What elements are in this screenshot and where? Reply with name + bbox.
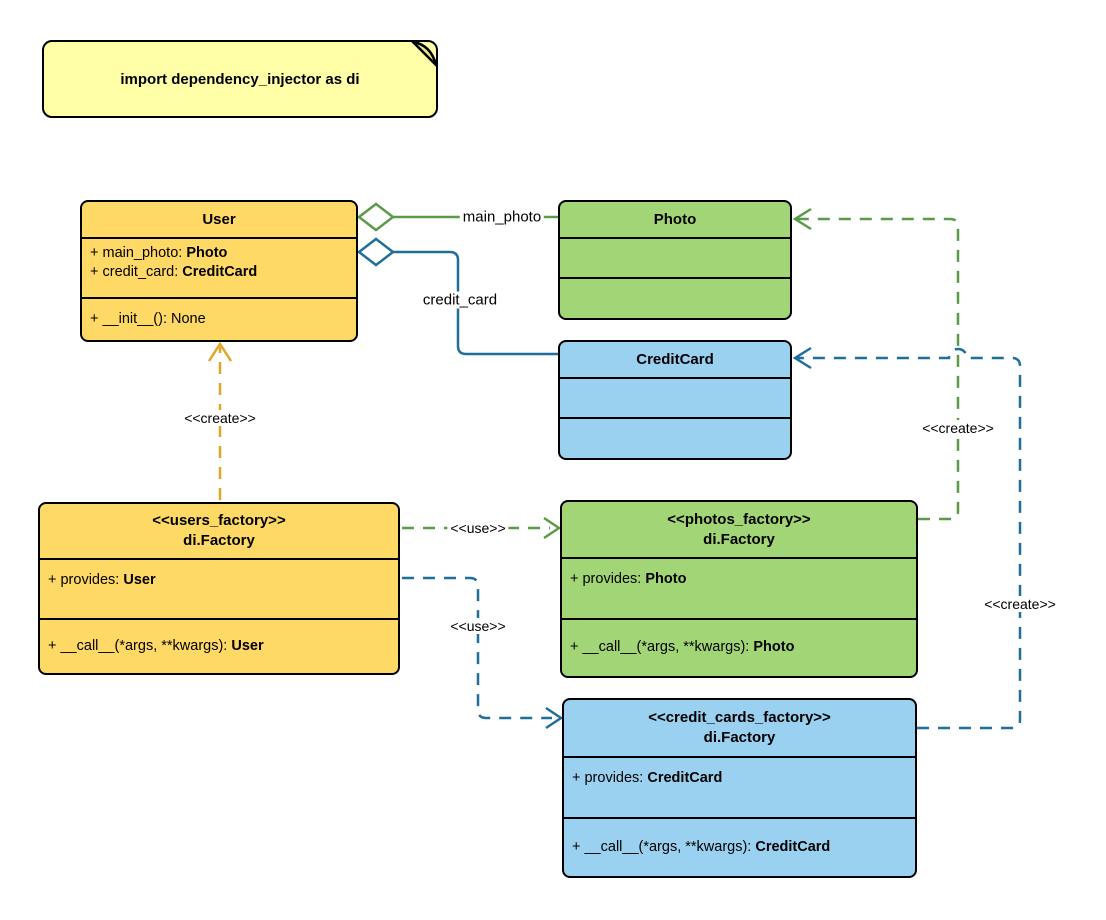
label-create-user: <<create>> [181, 410, 259, 426]
attribute-provides-creditcard: + provides: CreditCard [572, 770, 723, 786]
stereotype-users-factory: <<users_factory>> [152, 512, 286, 529]
class-credit-cards-factory-name: di.Factory [703, 729, 776, 746]
class-users-factory-attributes: + provides: User [40, 560, 398, 620]
class-users-factory-title: <<users_factory>> di.Factory [40, 504, 398, 560]
class-user-title: User [82, 202, 356, 239]
note-fold-corner [411, 40, 438, 67]
class-creditcard-title: CreditCard [560, 342, 790, 379]
label-create-creditcard: <<create>> [981, 596, 1059, 612]
method-call-photo: + __call__(*args, **kwargs): Photo [570, 639, 795, 655]
class-user-methods: + __init__(): None [82, 299, 356, 339]
label-use-photos-factory: <<use>> [447, 520, 509, 536]
class-photos-factory-name: di.Factory [703, 530, 775, 548]
arrowhead-create-user [207, 341, 233, 362]
aggregation-diamond-photo [356, 202, 396, 232]
note-text: import dependency_injector as di [120, 70, 360, 88]
class-users-factory-name: di.Factory [183, 532, 255, 549]
stereotype-photos-factory: <<photos_factory>> [667, 510, 811, 528]
arrowhead-create-photo [792, 207, 812, 231]
class-photo-attributes [560, 239, 790, 279]
class-creditcard-name: CreditCard [636, 350, 714, 368]
class-credit-cards-factory-title: <<credit_cards_factory>> di.Factory [564, 700, 915, 758]
class-creditcard: CreditCard [558, 340, 792, 460]
dependency-create-photo [797, 217, 960, 521]
label-main-photo: main_photo [459, 208, 545, 226]
arrowhead-use-credit-cards-factory [545, 706, 564, 730]
class-user: User + main_photo: Photo + credit_card: … [80, 200, 358, 342]
stereotype-credit-cards-factory: <<credit_cards_factory>> [648, 709, 831, 726]
arrowhead-use-photos-factory [543, 516, 562, 540]
attribute-credit-card: + credit_card: CreditCard [90, 264, 258, 280]
class-credit-cards-factory-methods: + __call__(*args, **kwargs): CreditCard [564, 819, 915, 875]
class-credit-cards-factory: <<credit_cards_factory>> di.Factory + pr… [562, 698, 917, 878]
note-import: import dependency_injector as di [42, 40, 438, 118]
class-user-name: User [202, 210, 236, 228]
label-create-photo: <<create>> [919, 420, 997, 436]
class-photos-factory-title: <<photos_factory>> di.Factory [562, 502, 916, 559]
method-init: + __init__(): None [90, 310, 206, 327]
attribute-provides-photo: + provides: Photo [570, 571, 687, 587]
dependency-create-creditcard [797, 347, 1022, 730]
class-users-factory: <<users_factory>> di.Factory + provides:… [38, 502, 400, 675]
method-call-user: + __call__(*args, **kwargs): User [48, 637, 264, 654]
dependency-use-credit-cards-factory [402, 576, 552, 720]
class-photos-factory: <<photos_factory>> di.Factory + provides… [560, 500, 918, 678]
class-users-factory-methods: + __call__(*args, **kwargs): User [40, 620, 398, 672]
class-user-attributes: + main_photo: Photo + credit_card: Credi… [82, 239, 356, 299]
attribute-provides-user: + provides: User [48, 572, 156, 588]
aggregation-diamond-creditcard [356, 237, 396, 267]
arrowhead-create-creditcard [792, 346, 812, 370]
class-photos-factory-methods: + __call__(*args, **kwargs): Photo [562, 620, 916, 675]
class-photo: Photo [558, 200, 792, 320]
class-photos-factory-attributes: + provides: Photo [562, 559, 916, 620]
class-creditcard-methods [560, 419, 790, 457]
attribute-main-photo: + main_photo: Photo [90, 245, 228, 261]
method-call-creditcard: + __call__(*args, **kwargs): CreditCard [572, 838, 831, 855]
class-photo-title: Photo [560, 202, 790, 239]
class-creditcard-attributes [560, 379, 790, 419]
class-photo-name: Photo [653, 210, 697, 228]
class-photo-methods [560, 279, 790, 317]
label-use-credit-cards-factory: <<use>> [447, 618, 509, 634]
label-credit-card: credit_card [419, 291, 501, 309]
class-credit-cards-factory-attributes: + provides: CreditCard [564, 758, 915, 819]
